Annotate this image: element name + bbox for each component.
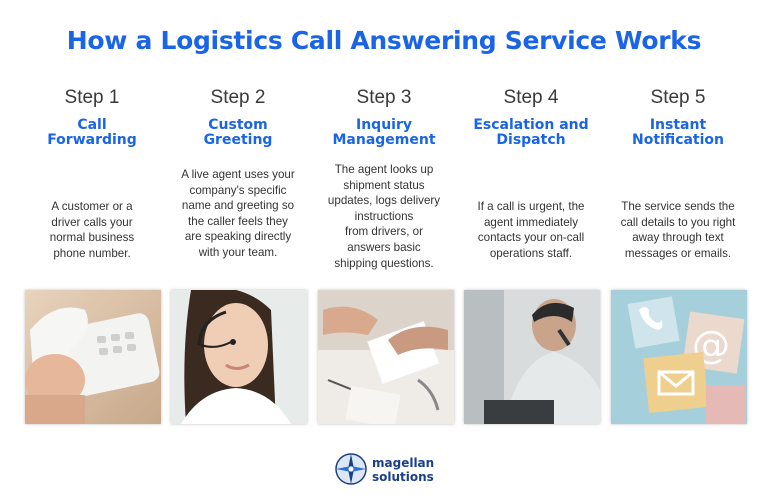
step-heading: Custom Greeting [203,117,273,148]
headset-agent-photo [171,290,307,424]
telephone-photo [25,290,161,424]
page-title: How a Logistics Call Answering Service W… [66,26,702,55]
step-number: Step 4 [503,87,559,108]
phone-call-agent-photo [464,290,600,424]
step-number: Step 1 [64,87,120,108]
logo-text: magellan solutions [372,456,435,484]
step-column-4: Step 4 Escalation and Dispatch If a call… [461,86,601,261]
step-heading: Instant Notification [631,117,725,148]
step-column-2: Step 2 Custom Greeting A live agent uses… [168,86,308,261]
magellan-logo: magellan solutions [334,452,434,490]
step-number: Step 3 [356,87,412,108]
step-column-5: Step 5 Instant Notification The service … [608,86,748,261]
step-heading: Escalation and Dispatch [473,117,589,148]
step-heading: Inquiry Management [332,117,436,148]
step-number: Step 2 [210,87,266,108]
step-column-3: Step 3 Inquiry Management The agent look… [314,86,454,271]
meeting-hands-photo [318,290,454,424]
step-number: Step 5 [650,87,706,108]
compass-icon [335,453,367,485]
step-heading: Call Forwarding [47,117,137,148]
notification-icons-photo: @ [611,290,747,424]
